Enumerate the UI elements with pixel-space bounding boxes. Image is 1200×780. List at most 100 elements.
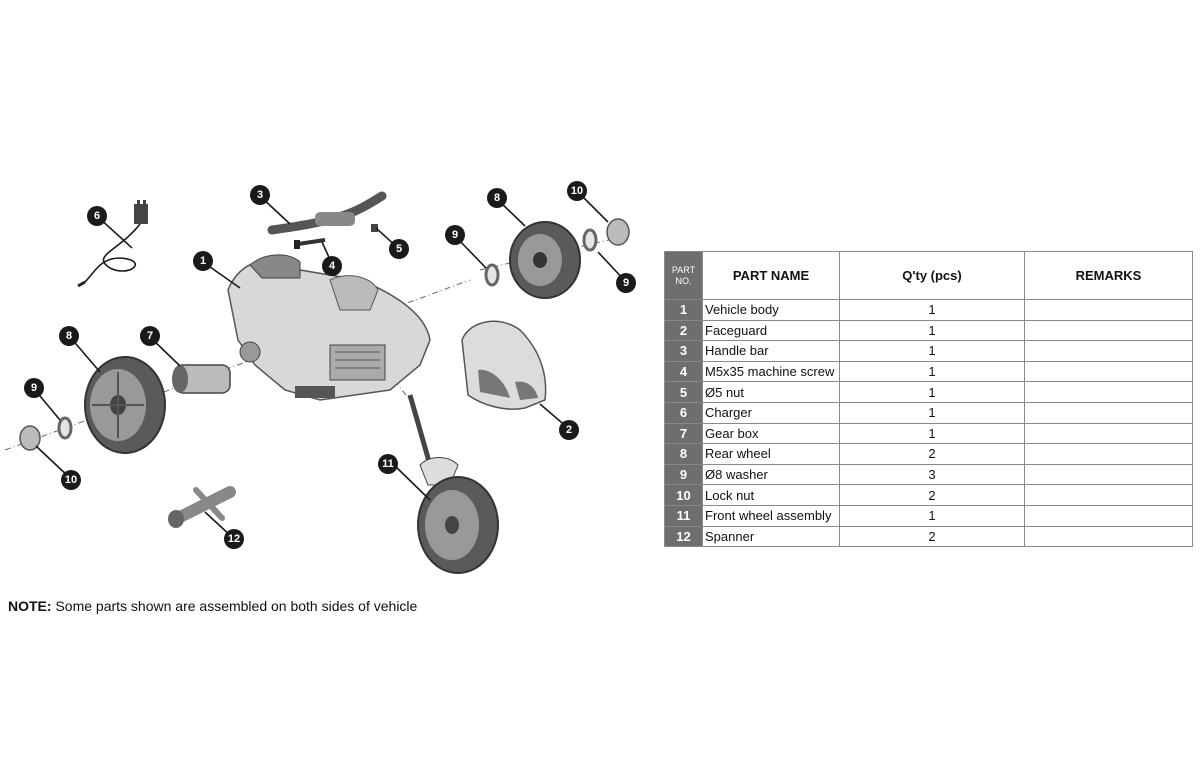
remarks-cell xyxy=(1024,299,1193,321)
callout-6: 6 xyxy=(87,206,107,226)
remarks-cell xyxy=(1024,525,1193,548)
part-name-cell: Vehicle body xyxy=(702,299,840,321)
svg-text:7: 7 xyxy=(147,330,153,342)
qty-cell: 1 xyxy=(839,360,1025,383)
part-name-cell: Front wheel assembly xyxy=(702,504,840,527)
assembly-note: NOTE: Some parts shown are assembled on … xyxy=(8,598,417,614)
part-name-cell: Faceguard xyxy=(702,319,840,342)
callout-8-right: 8 xyxy=(487,188,507,208)
svg-text:12: 12 xyxy=(228,533,240,545)
qty-cell: 2 xyxy=(839,525,1025,548)
remarks-cell xyxy=(1024,443,1193,465)
callout-9-right-top: 9 xyxy=(445,225,465,245)
washer-right-top-part xyxy=(484,263,500,287)
header-part-name: PART NAME xyxy=(702,251,840,300)
svg-text:9: 9 xyxy=(31,382,37,394)
part-no-cell: 3 xyxy=(664,340,703,362)
qty-cell: 1 xyxy=(839,340,1025,362)
remarks-cell xyxy=(1024,401,1193,424)
part-no-cell: 10 xyxy=(664,484,703,506)
spanner-part xyxy=(168,486,236,528)
part-name-cell: Ø5 nut xyxy=(702,381,840,403)
callout-4: 4 xyxy=(322,256,342,276)
remarks-cell xyxy=(1024,484,1193,506)
part-name-cell: M5x35 machine screw xyxy=(702,360,840,383)
part-name-cell: Charger xyxy=(702,401,840,424)
svg-text:2: 2 xyxy=(566,424,572,436)
front-wheel-assembly-part xyxy=(407,394,499,574)
svg-text:9: 9 xyxy=(623,277,629,289)
part-no-cell: 5 xyxy=(664,381,703,403)
qty-cell: 2 xyxy=(839,484,1025,506)
remarks-cell xyxy=(1024,463,1193,486)
remarks-cell xyxy=(1024,360,1193,383)
rear-wheel-left-part xyxy=(84,356,166,454)
part-no-cell: 2 xyxy=(664,319,703,342)
remarks-cell xyxy=(1024,422,1193,445)
qty-cell: 3 xyxy=(839,463,1025,486)
svg-text:1: 1 xyxy=(200,255,206,267)
washer-right-bottom-part xyxy=(582,228,598,252)
svg-text:11: 11 xyxy=(382,458,394,470)
part-name-cell: Ø8 washer xyxy=(702,463,840,486)
charger-part xyxy=(77,200,148,288)
remarks-cell xyxy=(1024,504,1193,527)
faceguard-part xyxy=(461,320,547,410)
part-no-cell: 1 xyxy=(664,299,703,321)
qty-cell: 1 xyxy=(839,422,1025,445)
qty-cell: 1 xyxy=(839,504,1025,527)
callout-10-right: 10 xyxy=(567,181,587,201)
parts-table-header-row: PART NO. PART NAME Q'ty (pcs) REMARKS xyxy=(664,251,1193,300)
svg-text:6: 6 xyxy=(94,210,100,222)
note-label: NOTE: xyxy=(8,598,52,614)
lock-nut-left-part xyxy=(19,425,41,451)
qty-cell: 1 xyxy=(839,401,1025,424)
svg-text:9: 9 xyxy=(452,229,458,241)
callout-11: 11 xyxy=(378,454,398,474)
handle-bar-part xyxy=(267,191,387,235)
part-name-cell: Handle bar xyxy=(702,340,840,362)
part-name-cell: Gear box xyxy=(702,422,840,445)
callout-2: 2 xyxy=(559,420,579,440)
qty-cell: 1 xyxy=(839,319,1025,342)
header-remarks: REMARKS xyxy=(1024,251,1193,300)
part-no-cell: 9 xyxy=(664,463,703,486)
callout-5: 5 xyxy=(389,239,409,259)
svg-text:3: 3 xyxy=(257,189,263,201)
callout-7: 7 xyxy=(140,326,160,346)
part-no-cell: 8 xyxy=(664,443,703,465)
part-name-cell: Spanner xyxy=(702,525,840,548)
nut-part xyxy=(371,224,378,232)
header-qty: Q'ty (pcs) xyxy=(839,251,1025,300)
svg-text:8: 8 xyxy=(66,330,72,342)
steering-axis xyxy=(377,359,411,401)
part-no-cell: 12 xyxy=(664,525,703,548)
remarks-cell xyxy=(1024,340,1193,362)
header-part-no: PART NO. xyxy=(664,251,703,300)
svg-text:8: 8 xyxy=(494,192,500,204)
callout-12: 12 xyxy=(224,529,244,549)
callout-1: 1 xyxy=(193,251,213,271)
remarks-cell xyxy=(1024,381,1193,403)
svg-text:10: 10 xyxy=(571,185,583,197)
svg-text:10: 10 xyxy=(65,474,77,486)
part-name-cell: Rear wheel xyxy=(702,443,840,465)
remarks-cell xyxy=(1024,319,1193,342)
machine-screw-part xyxy=(294,238,326,249)
qty-cell: 2 xyxy=(839,443,1025,465)
note-text: Some parts shown are assembled on both s… xyxy=(51,598,418,614)
washer-left-part xyxy=(57,416,73,440)
part-no-cell: 6 xyxy=(664,401,703,424)
part-no-cell: 4 xyxy=(664,360,703,383)
